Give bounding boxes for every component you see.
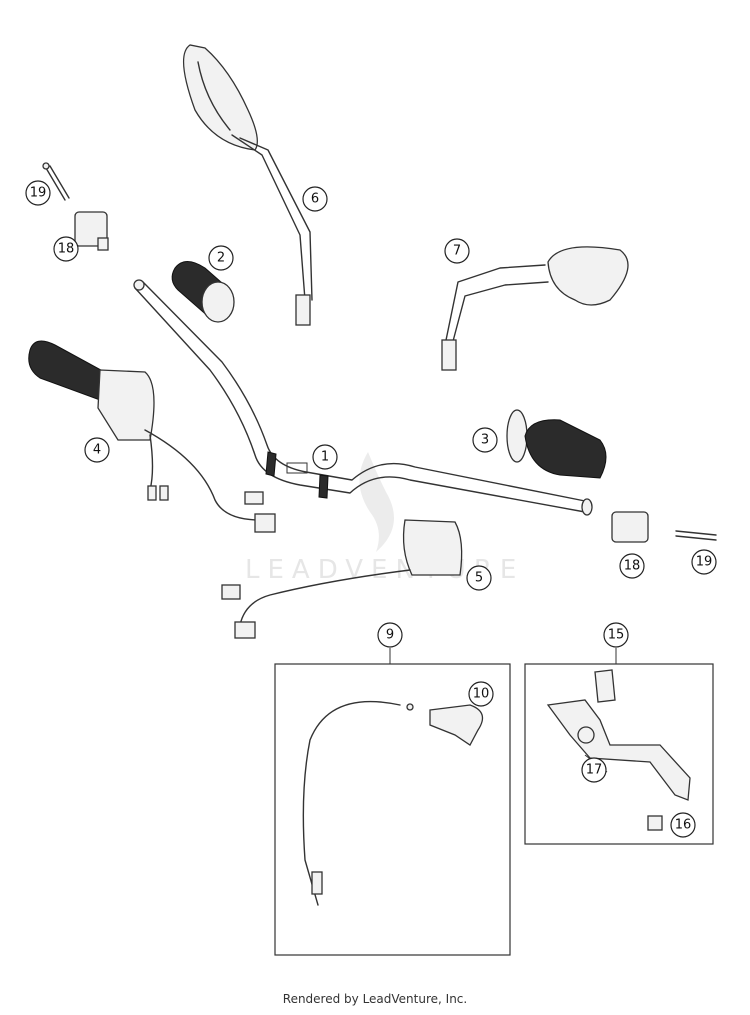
- mirror-right: [441, 246, 629, 371]
- callout-19-right: 19: [691, 549, 717, 575]
- cable-group-frame: [274, 663, 511, 956]
- grip-right: [506, 409, 607, 479]
- cable-adjuster: [429, 704, 484, 746]
- callout-7: 7: [444, 238, 470, 264]
- screw-right: [675, 530, 717, 541]
- lever-switch: [647, 815, 663, 831]
- callout-17: 17: [581, 757, 607, 783]
- svg-text:2: 2: [217, 251, 225, 266]
- callout-6: 6: [302, 186, 328, 212]
- callout-10: 10: [468, 681, 494, 707]
- switch-right: [221, 519, 463, 639]
- svg-text:5: 5: [475, 571, 483, 586]
- callout-5: 5: [466, 565, 492, 591]
- svg-text:4: 4: [93, 443, 101, 458]
- callout-2: 2: [208, 245, 234, 271]
- callout-3: 3: [472, 427, 498, 453]
- svg-text:19: 19: [696, 555, 713, 570]
- svg-text:18: 18: [58, 242, 75, 257]
- callout-1: 1: [312, 444, 338, 470]
- handlebar: [133, 279, 593, 516]
- svg-text:17: 17: [586, 763, 603, 778]
- bar-end-right: [611, 511, 649, 543]
- callout-15: 15: [603, 622, 629, 648]
- callout-19-left: 19: [25, 180, 51, 206]
- svg-text:19: 19: [30, 186, 47, 201]
- clutch-cable: [302, 700, 414, 906]
- switch-left: [28, 340, 276, 533]
- footer-credit: Rendered by LeadVenture, Inc.: [282, 992, 468, 1006]
- svg-text:7: 7: [453, 244, 461, 259]
- callout-18-right: 18: [619, 553, 645, 579]
- svg-text:1: 1: [321, 450, 329, 465]
- svg-text:3: 3: [481, 433, 489, 448]
- mirror-left: [182, 44, 313, 326]
- svg-text:16: 16: [675, 818, 692, 833]
- callout-18-left: 18: [53, 236, 79, 262]
- svg-text:10: 10: [473, 687, 490, 702]
- lever-group-frame: [524, 663, 714, 845]
- watermark-logo: [359, 452, 394, 552]
- callout-16: 16: [670, 812, 696, 838]
- throttle-grip: [171, 261, 235, 323]
- svg-text:9: 9: [386, 628, 394, 643]
- svg-text:15: 15: [608, 628, 625, 643]
- bar-end-left: [74, 211, 109, 251]
- svg-text:18: 18: [624, 559, 641, 574]
- callout-9: 9: [377, 622, 403, 648]
- clutch-lever: [546, 669, 691, 801]
- screw-left: [42, 162, 70, 201]
- svg-text:6: 6: [311, 192, 319, 207]
- callout-4: 4: [84, 437, 110, 463]
